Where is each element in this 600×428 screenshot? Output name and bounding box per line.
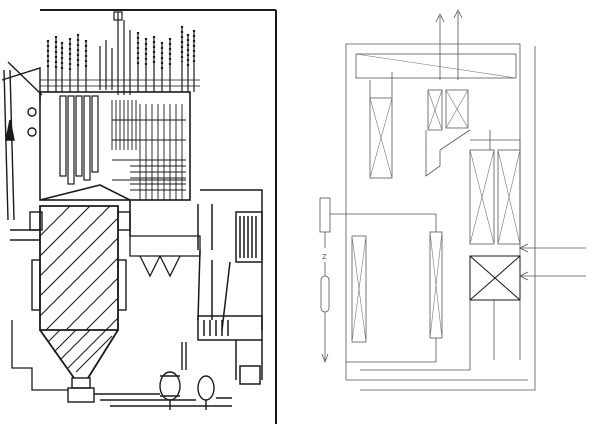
- convection-tube-banks: [111, 100, 186, 200]
- frame-border: [40, 9, 277, 424]
- right-twin-heaters: [469, 130, 521, 245]
- air-preheater-box: [469, 255, 521, 301]
- bottom-fans-and-tanks: [94, 342, 232, 410]
- air-preheater-duct: [197, 189, 263, 385]
- air-inlet-arrows: [519, 243, 586, 281]
- lower-furnace: [39, 205, 119, 403]
- platen-superheater-panels: [59, 95, 99, 185]
- side-unit: [319, 197, 331, 364]
- lower-connecting-pipes: [360, 72, 495, 371]
- top-stack-cap: [113, 11, 123, 21]
- burner-boxes: [29, 211, 131, 311]
- side-unit-mark: Z: [322, 253, 327, 261]
- top-pipe-dashes: [46, 26, 196, 70]
- downcomer-piping: [11, 320, 68, 391]
- upper-left-heater: [369, 80, 393, 179]
- upper-furnace-casing: [39, 91, 191, 201]
- top-outlet-arrows: [435, 9, 463, 80]
- top-header-box: [355, 53, 517, 79]
- lower-left-heater: [351, 235, 367, 343]
- upper-twin-heaters: [425, 89, 471, 177]
- lower-middle-heater: [330, 213, 443, 363]
